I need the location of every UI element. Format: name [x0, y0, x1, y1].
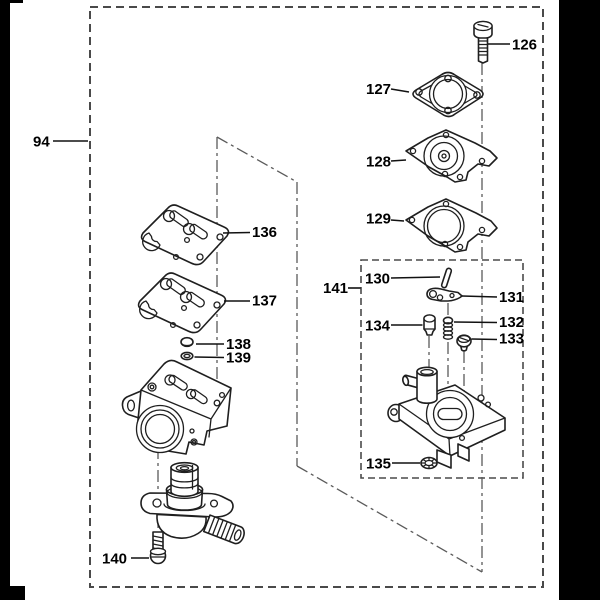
callout-138: 138 [226, 336, 251, 353]
part-128-diaphragm [405, 129, 498, 183]
leader-129 [390, 219, 405, 222]
part-elbow-fitting [140, 461, 245, 545]
subassembly-141-dashed-box [360, 259, 524, 479]
page-edge-left [0, 0, 10, 600]
part-131-metering-lever [426, 287, 463, 302]
part-carburetor-body [121, 359, 232, 455]
part-138-plug [180, 336, 194, 348]
leader-139 [194, 356, 225, 359]
callout-labels: 94 126 127 128 129 130 131 132 133 134 1… [33, 37, 537, 568]
callout-141: 141 [323, 280, 348, 297]
part-136-gasket-plate [140, 204, 230, 266]
callout-139: 139 [226, 350, 251, 367]
part-129-gasket [405, 198, 498, 253]
part-127-pump-cover [412, 71, 484, 118]
callout-128: 128 [366, 154, 391, 171]
callout-126: 126 [512, 37, 537, 54]
centerline-diagonal-top [216, 136, 298, 183]
assembly-94-dashed-box [89, 6, 544, 588]
leader-131 [461, 295, 498, 298]
leader-130 [390, 276, 441, 279]
part-pump-body [387, 366, 506, 469]
callout-132: 132 [499, 314, 524, 331]
part-130-pin [440, 267, 453, 289]
page-edge-right [559, 0, 600, 600]
callout-134: 134 [365, 318, 391, 335]
part-137-gasket-plate [137, 272, 227, 334]
part-126-screw [473, 20, 493, 64]
callout-131: 131 [499, 289, 524, 306]
callout-130: 130 [365, 271, 390, 288]
part-139-oring [180, 351, 194, 361]
callout-135: 135 [366, 456, 391, 473]
leader-132 [453, 321, 498, 324]
part-132-spring [442, 316, 454, 340]
callout-140: 140 [102, 551, 127, 568]
leader-136 [222, 231, 251, 234]
part-133-screw [456, 334, 472, 352]
part-135-washer [420, 456, 438, 470]
callout-133: 133 [499, 331, 524, 348]
page-edge-top-sliver [0, 0, 23, 3]
callout-94: 94 [33, 134, 50, 151]
callout-129: 129 [366, 211, 391, 228]
callout-127: 127 [366, 81, 391, 98]
leader-127 [390, 88, 410, 93]
leader-133 [471, 338, 498, 341]
part-134-needle-valve [423, 314, 436, 336]
leader-128 [390, 159, 407, 162]
callout-137: 137 [252, 293, 277, 310]
leader-lines [53, 43, 510, 559]
page-edge-bottom-sliver [0, 586, 25, 600]
callout-136: 136 [252, 224, 277, 241]
part-140-screw [149, 531, 167, 565]
centerline-diagonal-bottom [296, 465, 483, 573]
